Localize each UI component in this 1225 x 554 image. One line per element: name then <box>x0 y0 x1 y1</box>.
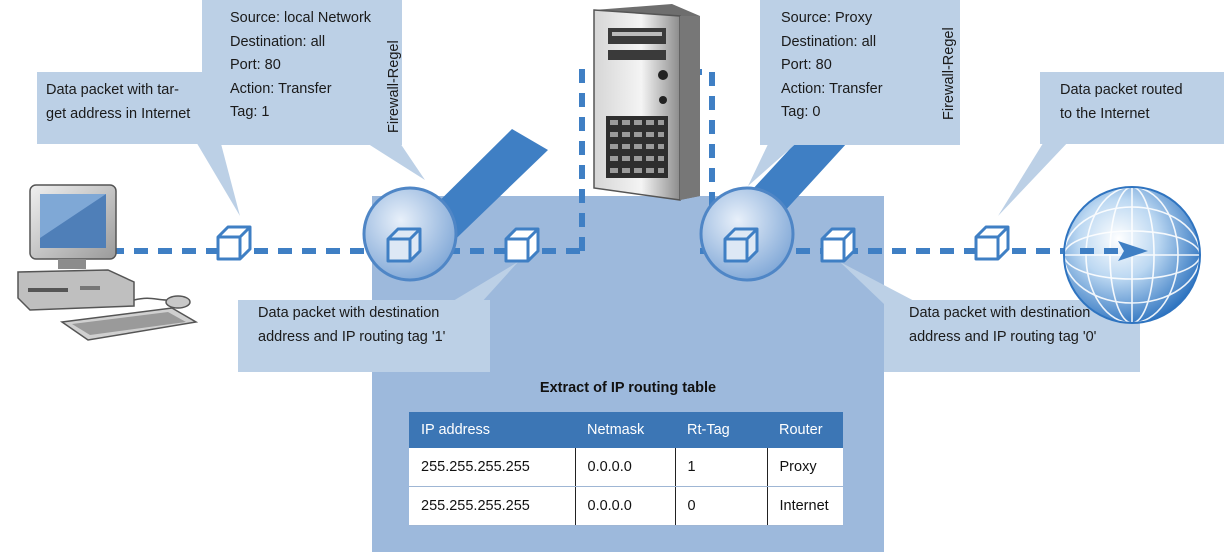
column-router: Router <box>767 412 843 448</box>
table-row: 255.255.255.255 0.0.0.0 1 Proxy <box>409 448 843 487</box>
callout-internet-packet <box>37 72 240 216</box>
column-netmask: Netmask <box>575 412 675 448</box>
rule-left-text: Source: local Network Destination: all P… <box>230 7 371 125</box>
callout-routed-packet <box>998 72 1224 216</box>
callout-left-rule <box>202 0 425 180</box>
firewall-label-left: Firewall-Regel <box>386 40 402 133</box>
server-icon <box>593 4 700 201</box>
rule-right-source: Source: Proxy <box>781 10 873 26</box>
table-row: 255.255.255.255 0.0.0.0 0 Internet <box>409 486 843 526</box>
callout-line: address and IP routing tag '1' <box>258 328 446 345</box>
cell-rt-tag: 1 <box>675 448 768 487</box>
cell-netmask: 0.0.0.0 <box>575 448 676 487</box>
callout-packet-routed-text: Data packet routed to the Internet <box>1060 79 1183 126</box>
rule-left-action: Action: Transfer <box>230 80 332 97</box>
rule-right-port: Port: 80 <box>781 57 832 73</box>
column-ip-address: IP address <box>409 412 575 448</box>
callout-packet-tag1-text: Data packet with destination address and… <box>258 302 445 349</box>
routing-table: IP address Netmask Rt-Tag Router 255.255… <box>409 412 843 526</box>
cell-netmask: 0.0.0.0 <box>575 486 676 526</box>
arrow-to-internet <box>1118 241 1148 261</box>
callout-line: to the Internet <box>1060 105 1150 122</box>
callout-line: Data packet routed <box>1060 82 1183 98</box>
rule-right-tag: Tag: 0 <box>781 104 821 120</box>
cell-ip: 255.255.255.255 <box>409 448 576 487</box>
dashed-line-to-proxy-left <box>579 69 600 251</box>
cell-router: Proxy <box>767 448 843 487</box>
column-rt-tag: Rt-Tag <box>675 412 767 448</box>
table-header-row: IP address Netmask Rt-Tag Router <box>409 412 843 448</box>
rule-right-text: Source: Proxy Destination: all Port: 80 … <box>781 7 883 125</box>
callout-packet-internet-text: Data packet with tar- get address in Int… <box>46 79 190 126</box>
rule-right-action: Action: Transfer <box>781 80 883 97</box>
callout-line: Data packet with destination <box>909 305 1091 321</box>
packet-icon <box>216 225 1010 263</box>
callout-tag1-packet <box>238 262 518 372</box>
callout-packet-tag0-text: Data packet with destination address and… <box>909 302 1096 349</box>
rule-left-source: Source: local Network <box>230 10 372 26</box>
cell-rt-tag: 0 <box>675 486 768 526</box>
callout-line: get address in Internet <box>46 105 191 122</box>
callout-right-rule <box>748 0 960 186</box>
routing-table-title: Extract of IP routing table <box>539 380 717 396</box>
callout-line: Data packet with tar- <box>46 82 179 98</box>
rule-left-destination: Destination: all <box>230 33 326 50</box>
computer-icon <box>17 184 199 341</box>
cell-router: Internet <box>767 486 843 526</box>
rule-right-destination: Destination: all <box>781 33 877 50</box>
rule-left-tag: Tag: 1 <box>230 104 270 120</box>
firewall-label-right: Firewall-Regel <box>941 27 957 120</box>
callout-line: Data packet with destination <box>258 305 440 321</box>
callout-line: address and IP routing tag '0' <box>909 328 1097 345</box>
cell-ip: 255.255.255.255 <box>409 486 576 526</box>
rule-left-port: Port: 80 <box>230 57 281 73</box>
